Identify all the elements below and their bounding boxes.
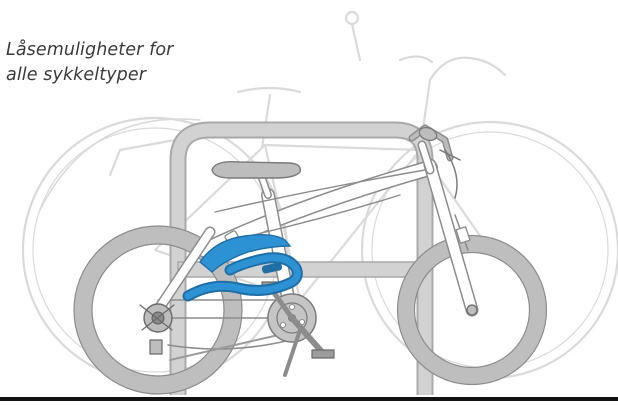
saddle [212,162,300,178]
front-hub [467,305,477,315]
pedal [312,350,334,358]
ground-line [0,397,618,401]
child-bike [74,125,547,394]
rear-hub [140,304,174,354]
